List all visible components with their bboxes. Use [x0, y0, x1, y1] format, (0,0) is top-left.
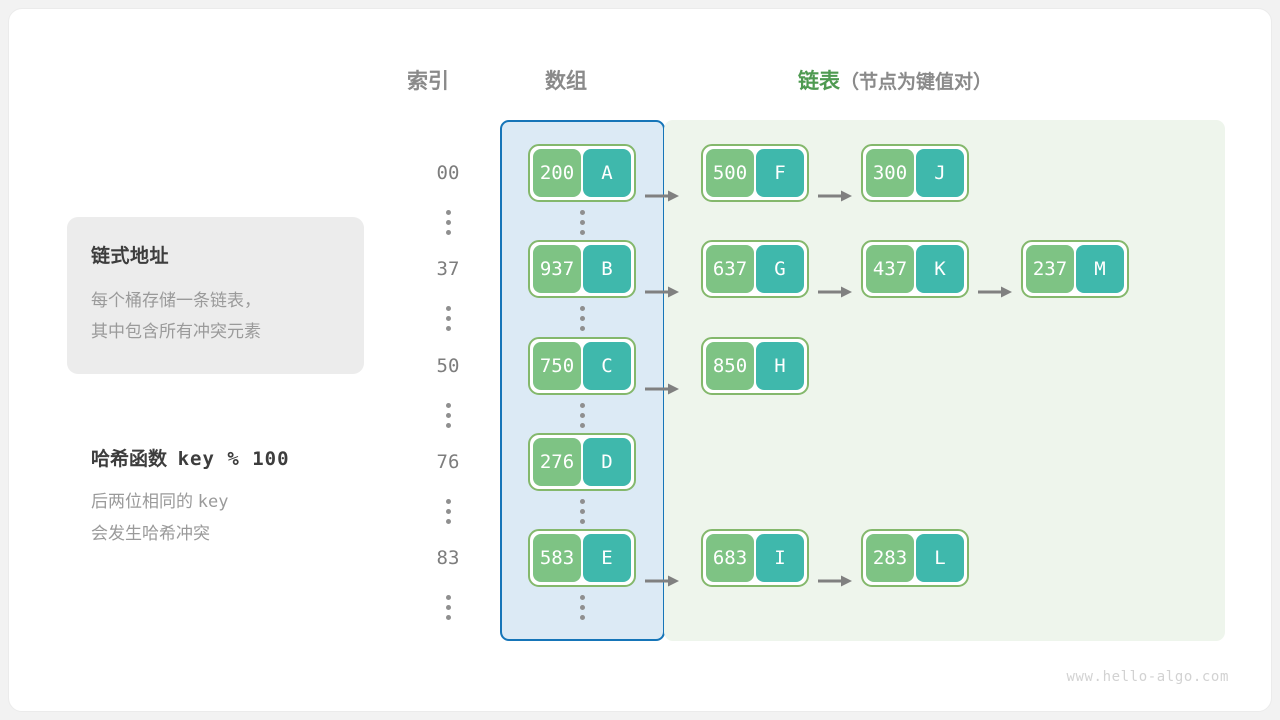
array-ellipsis	[557, 586, 607, 628]
index-ellipsis	[423, 201, 473, 243]
node-value: A	[583, 149, 631, 197]
node-key: 583	[533, 534, 581, 582]
array-ellipsis	[557, 297, 607, 339]
index-ellipsis	[423, 586, 473, 628]
bucket-index-label: 50	[436, 355, 460, 377]
column-header-linked-list-sub: （节点为键值对）	[840, 72, 993, 93]
column-header-linked-list: 链表（节点为键值对）	[798, 65, 992, 95]
node-key: 683	[706, 534, 754, 582]
node-value: I	[756, 534, 804, 582]
chain-arrow-icon	[645, 360, 679, 418]
hash-function-line-1-key: key	[197, 492, 229, 512]
chain-arrow-icon	[645, 552, 679, 610]
chain-arrow-icon	[818, 263, 852, 321]
info-panel-line-2: 其中包含所有冲突元素	[91, 322, 261, 341]
bucket-index-label: 76	[436, 451, 460, 473]
info-panel-title: 链式地址	[91, 246, 170, 267]
array-ellipsis	[557, 394, 607, 436]
hash-function-line-1: 后两位相同的 key	[91, 486, 371, 518]
hash-function-line-1-text: 后两位相同的	[91, 492, 193, 511]
info-panel-body: 每个桶存储一条链表， 其中包含所有冲突元素	[91, 285, 351, 347]
info-panel-line-1: 每个桶存储一条链表，	[91, 291, 261, 310]
bucket-index-label: 00	[436, 162, 460, 184]
index-ellipsis	[423, 490, 473, 532]
node-value: J	[916, 149, 964, 197]
node-value: F	[756, 149, 804, 197]
node-value: K	[916, 245, 964, 293]
index-ellipsis	[423, 297, 473, 339]
bucket-index-label: 83	[436, 547, 460, 569]
column-header-index: 索引	[407, 70, 449, 93]
node-value: H	[756, 342, 804, 390]
array-ellipsis	[557, 201, 607, 243]
chain-arrow-icon	[645, 263, 679, 321]
node-key: 276	[533, 438, 581, 486]
node-key: 283	[866, 534, 914, 582]
node-key: 850	[706, 342, 754, 390]
node-value: C	[583, 342, 631, 390]
node-value: E	[583, 534, 631, 582]
node-key: 200	[533, 149, 581, 197]
node-key: 500	[706, 149, 754, 197]
info-panel	[67, 217, 364, 374]
bucket-index-label: 37	[436, 258, 460, 280]
index-ellipsis	[423, 394, 473, 436]
hash-function-line-2: 会发生哈希冲突	[91, 524, 210, 543]
hash-function-formula: key % 100	[177, 448, 290, 470]
chain-arrow-icon	[818, 167, 852, 225]
footer-url: www.hello-algo.com	[1066, 669, 1229, 685]
node-key: 437	[866, 245, 914, 293]
node-value: L	[916, 534, 964, 582]
column-header-linked-list-accent: 链表	[798, 70, 840, 93]
chain-arrow-icon	[978, 263, 1012, 321]
diagram-card: 索引 数组 链表（节点为键值对） 链式地址 每个桶存储一条链表， 其中包含所有冲…	[8, 8, 1272, 712]
hash-function-label: 哈希函数	[91, 449, 168, 470]
node-value: B	[583, 245, 631, 293]
chain-arrow-icon	[645, 167, 679, 225]
array-ellipsis	[557, 490, 607, 532]
node-key: 300	[866, 149, 914, 197]
hash-function-title: 哈希函数 key % 100	[91, 444, 290, 471]
node-key: 937	[533, 245, 581, 293]
hash-function-body: 后两位相同的 key 会发生哈希冲突	[91, 486, 371, 549]
node-value: M	[1076, 245, 1124, 293]
chain-arrow-icon	[818, 552, 852, 610]
node-key: 237	[1026, 245, 1074, 293]
node-value: G	[756, 245, 804, 293]
column-header-array: 数组	[545, 70, 587, 93]
node-key: 750	[533, 342, 581, 390]
node-key: 637	[706, 245, 754, 293]
node-value: D	[583, 438, 631, 486]
